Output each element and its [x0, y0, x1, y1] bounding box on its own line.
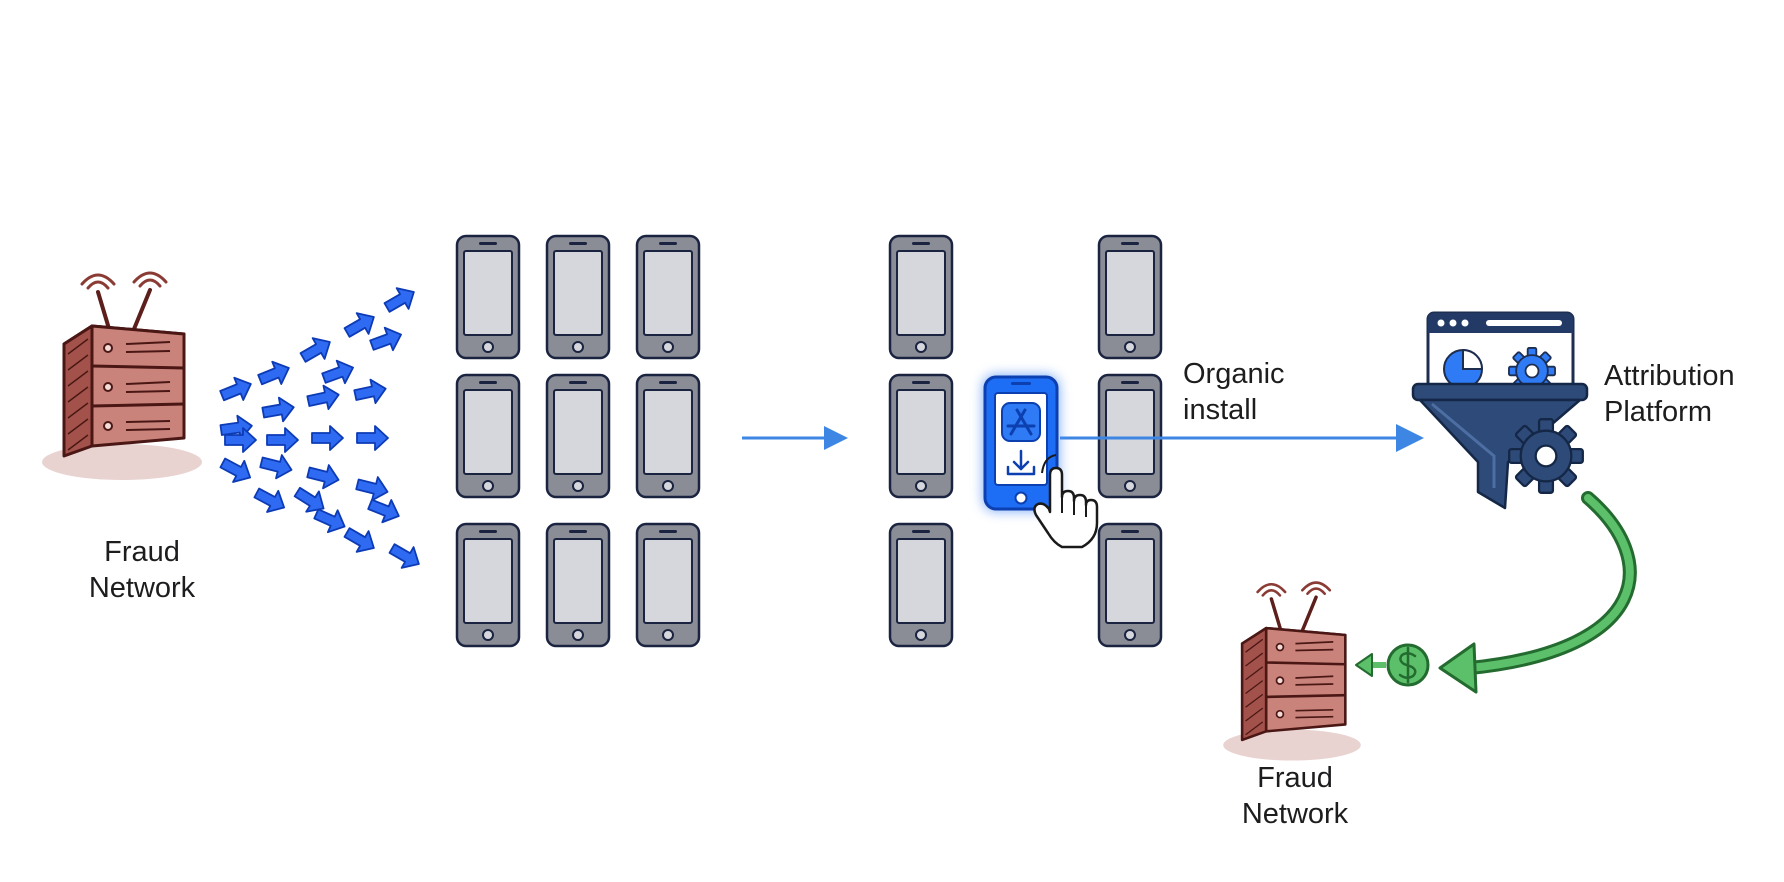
dollar-coin-icon — [1355, 643, 1430, 687]
attribution-platform-label-line2: Platform — [1604, 396, 1712, 428]
phone-icon — [635, 373, 701, 499]
download-icon — [1006, 449, 1036, 476]
phone-grid — [455, 234, 701, 648]
arrow-icon — [311, 425, 344, 451]
organic-install-label: Organic install — [1183, 356, 1333, 428]
fraud-network-label-left: Fraud Network — [62, 534, 222, 606]
fraud-network-server-left-icon — [40, 271, 204, 482]
arrow-icon — [366, 322, 407, 358]
fraud-click-arrows — [216, 280, 426, 576]
arrow-icon — [353, 471, 392, 505]
arrow-icon — [266, 427, 299, 453]
phone-icon — [1097, 373, 1163, 499]
arrow-icon — [304, 382, 343, 414]
arrow-icon — [351, 376, 390, 408]
arrow-icon — [296, 330, 337, 369]
highlighted-phone — [983, 375, 1059, 511]
fraud-network-label-right-line2: Network — [1241, 798, 1349, 830]
attribution-platform-icon — [1411, 311, 1589, 510]
phone-icon — [888, 522, 954, 648]
arrow-icon — [385, 537, 426, 576]
phone-icon — [635, 234, 701, 360]
phone-icon — [455, 234, 521, 360]
organic-install-arrow — [1060, 424, 1424, 452]
fraud-network-label-right: Fraud Network — [1215, 760, 1375, 832]
phone-icon — [545, 373, 611, 499]
phone-icon — [545, 234, 611, 360]
phone-icon — [545, 522, 611, 648]
phone-icon — [455, 373, 521, 499]
attribution-platform-label: Attribution Platform — [1604, 358, 1774, 430]
arrow-icon — [380, 280, 421, 319]
phone-icon — [1097, 522, 1163, 648]
arrow-icon — [318, 355, 359, 391]
arrow-icon — [257, 449, 296, 483]
flow-arrow — [742, 426, 848, 450]
app-store-icon — [1001, 402, 1041, 442]
phone-column-left — [888, 234, 954, 648]
fraud-network-server-right-icon — [1221, 580, 1363, 763]
arrow-icon — [364, 492, 405, 529]
phone-icon — [888, 373, 954, 499]
arrow-icon — [254, 355, 295, 392]
arrow-icon — [304, 459, 343, 493]
arrow-icon — [250, 481, 291, 520]
payout-arrow — [1438, 491, 1637, 694]
arrow-icon — [260, 394, 297, 426]
fraud-network-label-left-line2: Network — [88, 572, 196, 604]
phone-column-right — [1097, 234, 1163, 648]
arrow-icon — [216, 371, 257, 408]
phone-icon — [635, 522, 701, 648]
fraud-network-label-left-line1: Fraud — [104, 536, 180, 568]
organic-install-label-line2: install — [1183, 394, 1258, 426]
phone-icon — [888, 234, 954, 360]
arrow-icon — [340, 521, 381, 560]
fraud-network-label-right-line1: Fraud — [1257, 762, 1333, 794]
hand-pointer-icon — [1033, 454, 1099, 549]
attribution-platform-label-line1: Attribution — [1604, 360, 1735, 392]
phone-icon — [455, 522, 521, 648]
phone-icon — [1097, 234, 1163, 360]
arrow-icon — [340, 305, 381, 344]
organic-install-label-line1: Organic — [1183, 358, 1285, 390]
arrow-icon — [356, 425, 389, 451]
arrow-icon — [216, 451, 257, 490]
